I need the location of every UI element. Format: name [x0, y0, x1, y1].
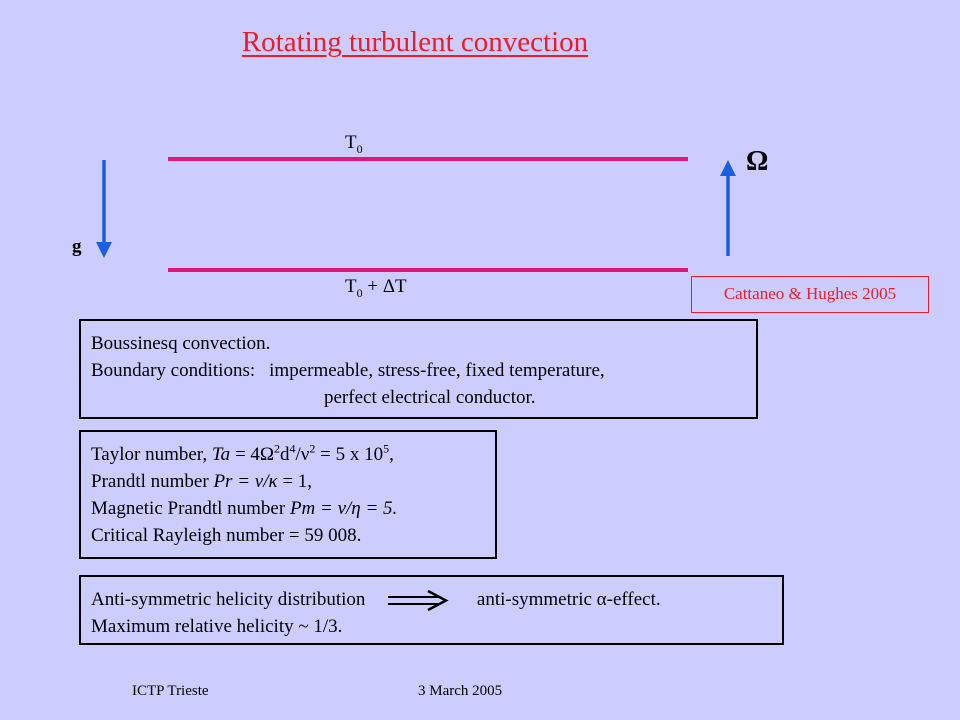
prandtl-prefix: Prandtl number [91, 471, 214, 492]
bottom-plate-label-rest: + ΔT [362, 276, 407, 297]
footer-right: 3 March 2005 [418, 683, 503, 699]
setup-line-2: Boundary conditions: impermeable, stress-… [91, 357, 746, 384]
gravity-label: g [72, 236, 82, 257]
taylor-sup-b: 4 [289, 441, 296, 456]
footer-left: ICTP Trieste [132, 683, 209, 699]
taylor-sup-d: 5 [383, 441, 390, 456]
taylor-eq-a: = 4Ω [230, 444, 275, 465]
prandtl-number-line: Prandtl number Pr = ν/κ = 1, [91, 468, 485, 495]
bottom-plate-label-sub: 0 [356, 285, 363, 300]
slide-title: Rotating turbulent convection [241, 26, 589, 58]
top-plate-label-sub: 0 [356, 141, 363, 156]
magnetic-prandtl-line: Magnetic Prandtl number Pm = ν/η = 5. [91, 495, 485, 522]
helicity-right-text: anti-symmetric α-effect. [476, 589, 661, 610]
citation-box: Cattaneo & Hughes 2005 [691, 276, 929, 313]
boundary-conditions-label: Boundary conditions: [91, 360, 256, 381]
taylor-number-line: Taylor number, Ta = 4Ω2d4/ν2 = 5 x 105, [91, 441, 485, 468]
taylor-prefix: Taylor number, [91, 444, 212, 465]
taylor-sup-c: 2 [309, 441, 316, 456]
taylor-eq-b: d [280, 444, 290, 465]
setup-line-3: perfect electrical conductor. [324, 387, 536, 408]
taylor-symbol: Ta [211, 444, 231, 465]
helicity-left-text: Anti-symmetric helicity distribution [91, 589, 366, 610]
prandtl-symbol: Pr = ν/κ [213, 471, 278, 492]
helicity-line-1: Anti-symmetric helicity distribution ant… [91, 586, 772, 613]
top-plate-line [168, 157, 688, 161]
rayleigh-line: Critical Rayleigh number = 59 008. [91, 525, 362, 546]
gravity-arrow-icon [96, 160, 112, 258]
boundary-conditions-value: impermeable, stress-free, fixed temperat… [269, 360, 605, 381]
implies-arrow-icon [388, 589, 449, 611]
prandtl-end: = 1, [277, 471, 313, 492]
setup-line-1: Boussinesq convection. [91, 333, 271, 354]
top-plate-label-base: T [345, 132, 357, 153]
bottom-plate-label: T0 + ΔT [345, 276, 407, 300]
magnetic-prandtl-symbol: Pm = ν/η = 5. [289, 498, 398, 519]
rotation-arrow-icon [720, 160, 736, 256]
helicity-box: Anti-symmetric helicity distribution ant… [79, 575, 784, 645]
bottom-plate-label-base: T [345, 276, 357, 297]
helicity-line-2: Maximum relative helicity ~ 1/3. [91, 616, 343, 637]
rotation-label: Ω [746, 146, 769, 177]
setup-box: Boussinesq convection. Boundary conditio… [79, 319, 758, 419]
taylor-eq-c: /ν [295, 444, 310, 465]
taylor-sup-a: 2 [274, 441, 281, 456]
magnetic-prandtl-prefix: Magnetic Prandtl number [91, 498, 290, 519]
taylor-end: , [389, 444, 394, 465]
top-plate-label: T0 [345, 132, 363, 156]
bottom-plate-line [168, 268, 688, 272]
parameters-box: Taylor number, Ta = 4Ω2d4/ν2 = 5 x 105, … [79, 430, 497, 559]
taylor-eq-d: = 5 x 10 [315, 444, 384, 465]
